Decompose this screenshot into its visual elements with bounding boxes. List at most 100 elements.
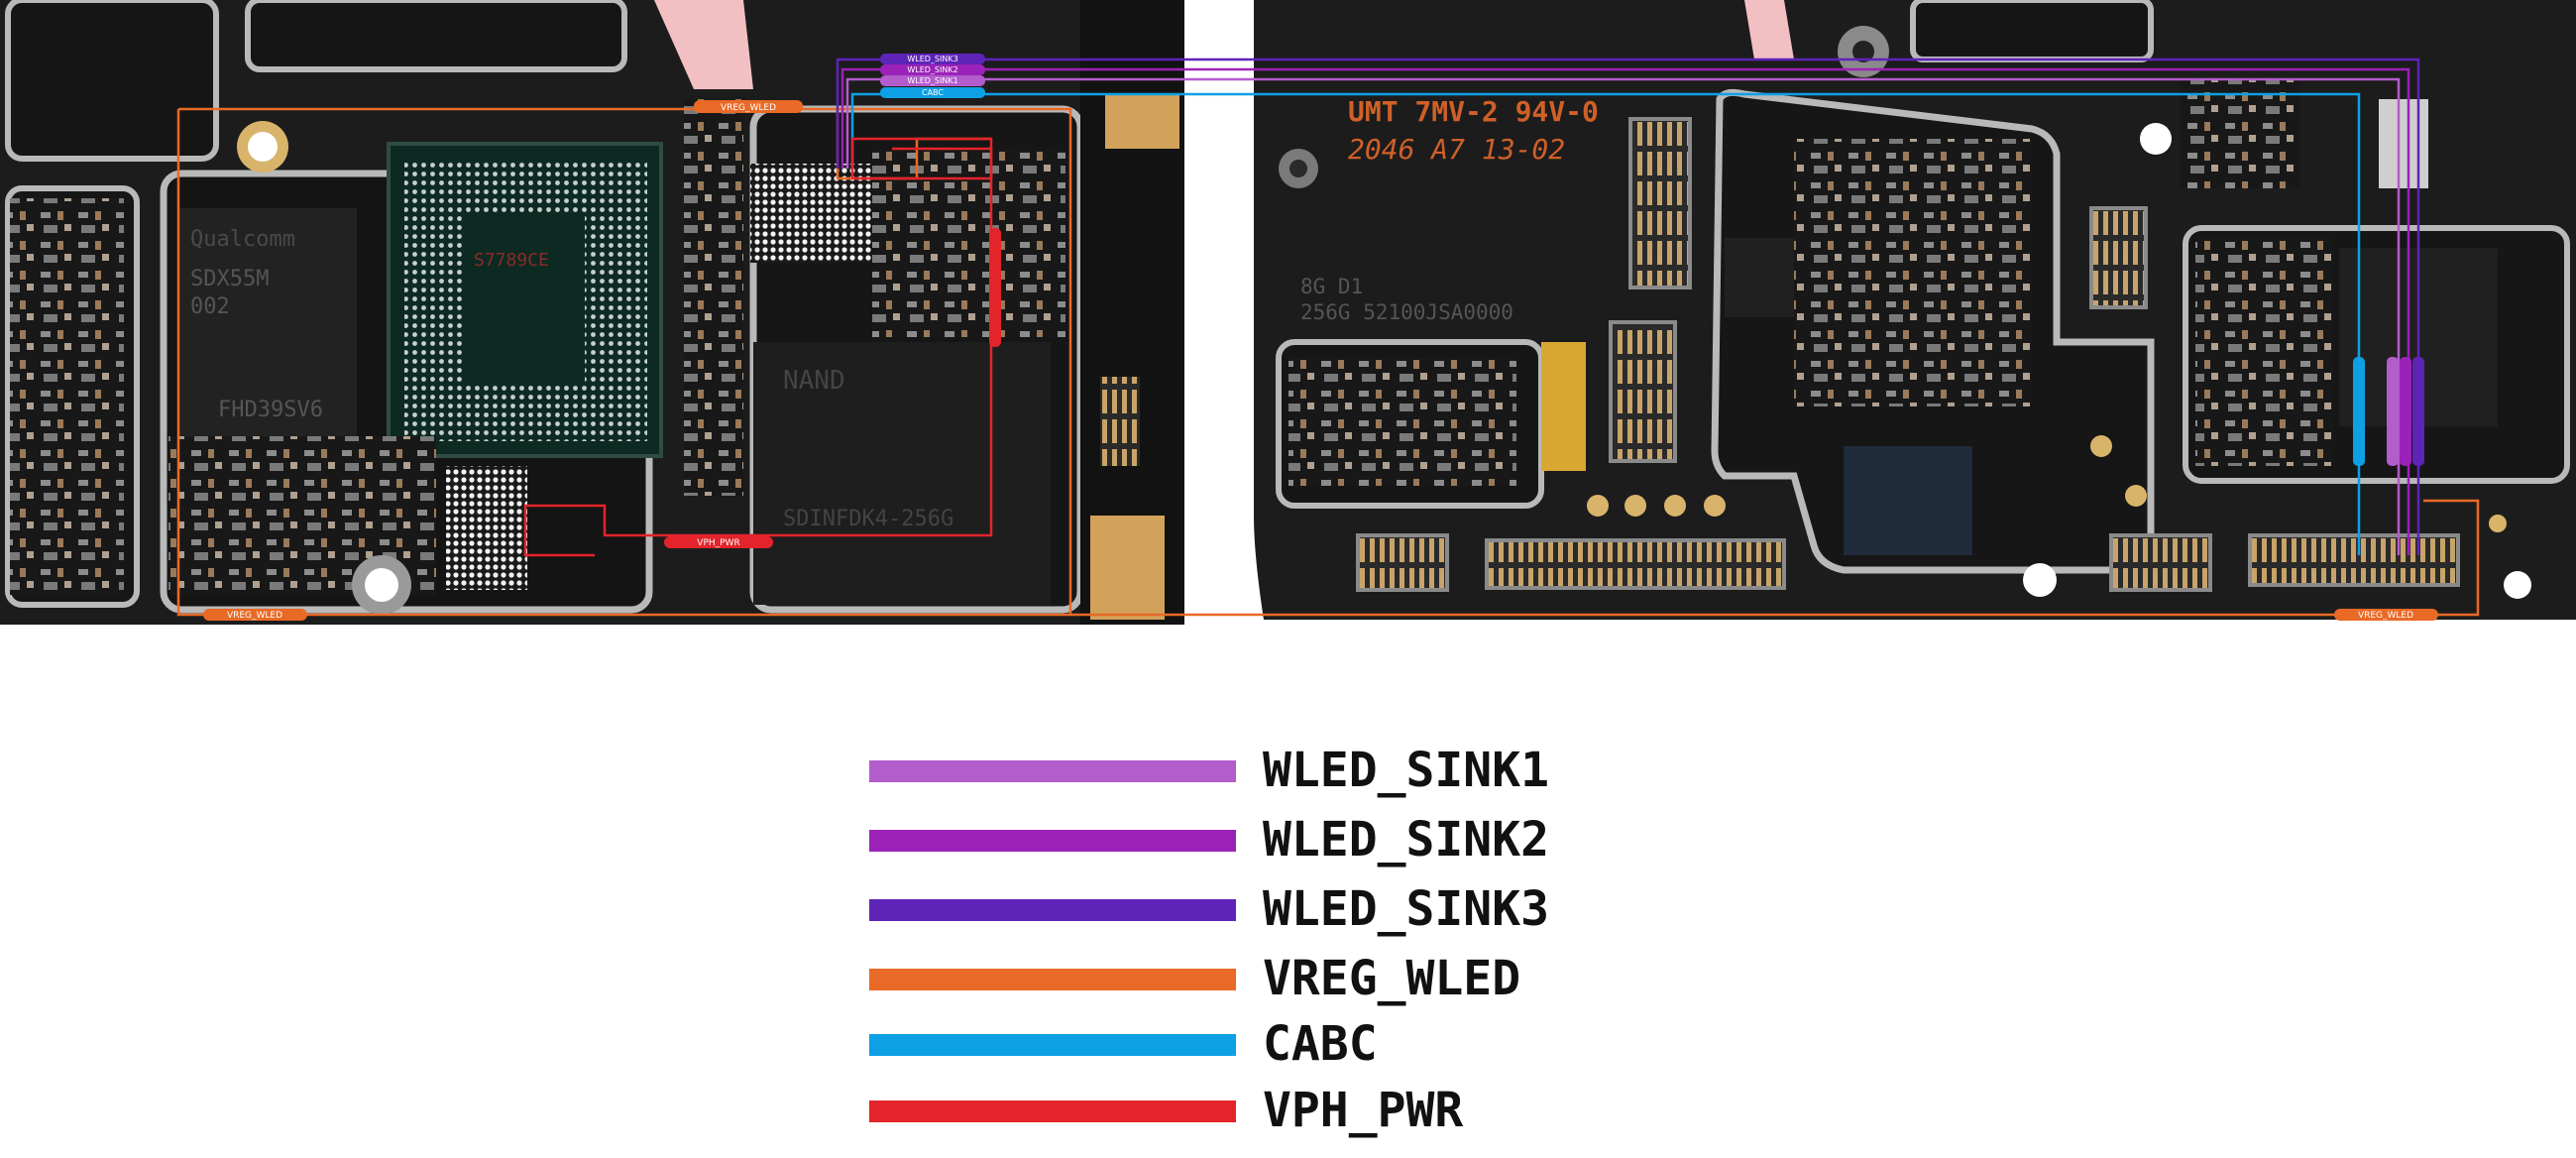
trace-vreg-wled — [178, 107, 2480, 617]
legend-swatch — [869, 969, 1236, 990]
tag-sink1-pill — [880, 75, 985, 86]
pcb-board-diagram: Qualcomm SDX55M 002 FHD39SV6 S7789CE NAN… — [0, 0, 2576, 625]
right-component-field-d — [2181, 79, 2299, 188]
tag-vph-pwr-pill — [664, 536, 773, 548]
mounting-hole-right-2 — [2023, 563, 2057, 597]
right-ic-small — [1725, 238, 1794, 317]
board-connector-horizontal-1 — [1485, 538, 1786, 590]
legend-swatch — [869, 1100, 1236, 1122]
right-board-section: UMT 7MV-2 94V-0 2046 A7 13-02 8G D1 256G… — [1254, 0, 2576, 620]
legend-item: WLED_SINK3 — [869, 877, 1623, 941]
shield-frame-top-mid — [245, 0, 627, 72]
tag-vph-pwr: VPH_PWR — [697, 538, 739, 548]
mounting-hole-right — [2140, 123, 2172, 155]
board-silkscreen-line2: 2046 A7 13-02 — [1348, 133, 1565, 166]
net-traces — [176, 58, 2480, 617]
legend-swatch — [869, 830, 1236, 852]
right-chip-white — [2379, 99, 2428, 188]
gold-pad-4 — [1704, 495, 1726, 517]
tag-vreg-top: VREG_WLED — [721, 103, 776, 113]
board-connector-vertical-1 — [1628, 117, 1692, 290]
board-connector-vertical-3 — [2089, 206, 2148, 309]
board-connector-small-2 — [2109, 533, 2212, 592]
right-ic-blue — [1844, 446, 1972, 555]
tag-vreg-bottom-left: VREG_WLED — [227, 611, 282, 621]
modem-lot-text: FHD39SV6 — [218, 398, 323, 422]
gold-pad-7 — [2489, 515, 2507, 532]
edge-connector — [1100, 377, 1140, 466]
tag-sink1-vertical-pill — [2387, 357, 2399, 466]
soc-marking: S7789CE — [474, 250, 549, 271]
nand-label: NAND — [783, 366, 845, 396]
shield-frame-right-top — [1910, 0, 2154, 62]
legend-label: VREG_WLED — [1263, 951, 1521, 1006]
board-connector-small — [1356, 533, 1449, 592]
modem-rev-text: 002 — [190, 294, 230, 319]
tag-vph-pwr-vertical-pill — [989, 228, 1001, 347]
right-component-field-c — [2195, 238, 2334, 466]
trace-vph-pwr — [523, 147, 993, 557]
trace-cabc — [850, 92, 2361, 555]
component-field-b — [872, 149, 1065, 337]
component-field-d — [10, 198, 124, 595]
legend-item: WLED_SINK1 — [869, 739, 1623, 802]
tag-sink2-pill — [880, 64, 985, 75]
tag-cabc-vertical-pill — [2353, 357, 2365, 466]
right-component-field-a — [1794, 139, 2032, 406]
net-tag-pills: VREG_WLED VREG_WLED VREG_WLED VPH_PWR WL… — [203, 54, 2438, 621]
storage-silkscreen-line2: 256G 52100JSA0000 — [1300, 300, 1513, 324]
tag-sink3-vertical-pill — [2412, 357, 2424, 466]
trace-wled-sink1 — [845, 77, 2401, 555]
modem-vendor-text: Qualcomm — [190, 227, 295, 252]
legend-item: WLED_SINK2 — [869, 808, 1623, 871]
gold-pad-5 — [2090, 435, 2112, 457]
nand-chip — [753, 342, 1051, 605]
gold-tab-bottom — [1090, 516, 1165, 620]
tag-vreg-bottom-left-pill — [203, 609, 307, 621]
gold-pad-3 — [1664, 495, 1686, 517]
board-connector-vertical-2 — [1609, 320, 1677, 463]
gold-pad-1 — [1587, 495, 1609, 517]
tag-sink2: WLED_SINK2 — [907, 65, 957, 74]
trace-vph-pwr-box — [850, 137, 993, 180]
modem-chip — [178, 208, 357, 436]
legend-label: WLED_SINK3 — [1263, 881, 1549, 937]
legend-swatch — [869, 1034, 1236, 1056]
tag-sink3: WLED_SINK3 — [907, 55, 957, 63]
nand-marking: SDINFDK4-256G — [783, 507, 953, 531]
pink-cutout-left — [654, 0, 753, 89]
legend-label: WLED_SINK2 — [1263, 812, 1549, 868]
trace-vreg-wled-left — [176, 109, 1070, 617]
small-bga-pads — [446, 466, 527, 590]
pink-cutout-right — [1744, 0, 1794, 59]
mounting-hole-2 — [365, 568, 398, 602]
legend-item: VREG_WLED — [869, 947, 1623, 1010]
legend-swatch — [869, 760, 1236, 782]
tag-sink3-pill — [880, 54, 985, 64]
mounting-hole-right-3 — [2504, 571, 2531, 599]
mounting-hole — [248, 132, 278, 162]
legend-item: CABC — [869, 1012, 1623, 1076]
tag-vreg-bottom-right-pill — [2334, 609, 2438, 621]
gold-pad-2 — [1624, 495, 1646, 517]
tag-cabc-pill — [880, 87, 985, 98]
legend-item: VPH_PWR — [869, 1079, 1623, 1142]
gold-pad-6 — [2125, 485, 2147, 507]
tag-sink2-vertical-pill — [2400, 357, 2411, 466]
right-component-field-b — [1288, 357, 1516, 486]
shield-frame-top-left — [5, 0, 219, 162]
screw-boss-2-center — [1852, 41, 1874, 62]
gold-tab-top — [1105, 94, 1179, 149]
legend-label: VPH_PWR — [1263, 1083, 1464, 1138]
component-field-a — [684, 99, 743, 496]
tag-cabc: CABC — [922, 88, 944, 97]
gold-strip — [1541, 342, 1586, 471]
tag-vreg-bottom-right: VREG_WLED — [2358, 611, 2413, 621]
soc-center-die — [466, 213, 585, 382]
tag-sink1: WLED_SINK1 — [907, 76, 957, 85]
tag-vreg-top-pill — [694, 100, 803, 113]
storage-silkscreen-line1: 8G D1 — [1300, 275, 1363, 298]
pmic-bga-pads — [750, 164, 871, 263]
lcd-connector — [2248, 533, 2460, 587]
